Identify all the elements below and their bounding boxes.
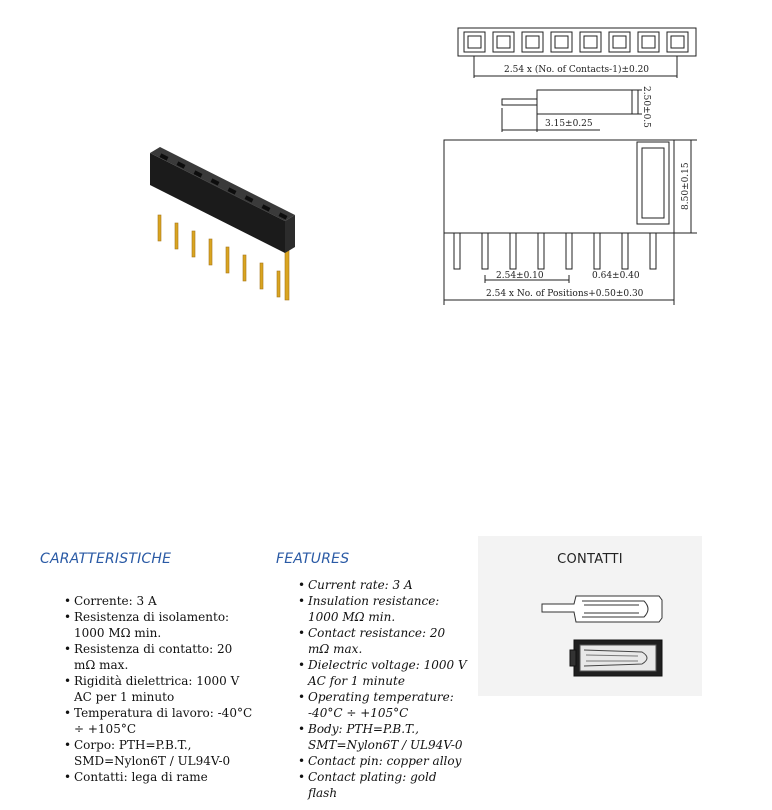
list-item: Resistenza di contatto: 20 mΩ max. — [64, 641, 254, 673]
contacts-title: CONTATTI — [557, 552, 623, 567]
dim-height-label: 8.50±0.15 — [681, 162, 691, 210]
contact-pin-illustration — [541, 595, 663, 677]
dim-pin-label: 0.64±0.40 — [592, 271, 640, 281]
dim-pitch-label: 2.54±0.10 — [496, 271, 544, 281]
dim-pitch-total-label: 2.54 x (No. of Contacts-1)±0.20 — [504, 64, 649, 75]
italian-heading: CARATTERISTICHE — [40, 551, 172, 567]
list-item: Contact plating: gold flash — [298, 769, 468, 801]
product-photo — [150, 147, 295, 301]
list-item: Current rate: 3 A — [298, 577, 468, 593]
list-item: Insulation resistance: 1000 MΩ min. — [298, 593, 468, 625]
list-item: Dielectric voltage: 1000 V AC for 1 minu… — [298, 657, 468, 689]
list-item: Temperatura di lavoro: -40°C ÷ +105°C — [64, 705, 254, 737]
list-item: Resistenza di isolamento: 1000 MΩ min. — [64, 609, 254, 641]
english-spec-list: Current rate: 3 A Insulation resistance:… — [298, 577, 468, 801]
dim-side-label: 2.50±0.5 — [641, 86, 651, 128]
list-item: Contatti: lega di rame — [64, 769, 254, 785]
dim-body-depth-label: 3.15±0.25 — [545, 119, 593, 129]
list-item: Corpo: PTH=P.B.T., SMD=Nylon6T / UL94V-0 — [64, 737, 254, 769]
features-heading: FEATURES — [276, 551, 350, 567]
list-item: Body: PTH=P.B.T., SMT=Nylon6T / UL94V-0 — [298, 721, 468, 753]
dim-overall-label: 2.54 x No. of Positions+0.50±0.30 — [486, 289, 644, 299]
technical-drawing: 2.54 x (No. of Contacts-1)±0.20 3.15±0.2… — [443, 27, 697, 305]
contacts-panel: CONTATTI — [478, 536, 702, 696]
list-item: Rigidità dielettrica: 1000 V AC per 1 mi… — [64, 673, 254, 705]
list-item: Contact pin: copper alloy — [298, 753, 468, 769]
list-item: Operating temperature: -40°C ÷ +105°C — [298, 689, 468, 721]
list-item: Corrente: 3 A — [64, 593, 254, 609]
italian-spec-list: Corrente: 3 A Resistenza di isolamento: … — [64, 593, 254, 785]
list-item: Contact resistance: 20 mΩ max. — [298, 625, 468, 657]
